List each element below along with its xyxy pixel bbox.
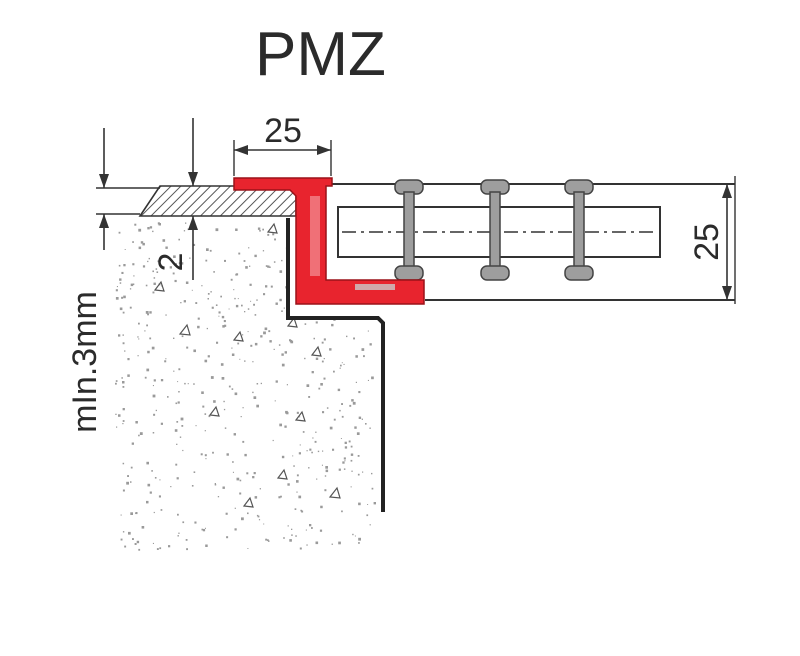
concrete-substrate bbox=[115, 222, 376, 551]
top-width-dimension: 25 bbox=[233, 112, 332, 176]
concrete-edge bbox=[286, 218, 385, 512]
offset-label: 2 bbox=[152, 253, 190, 272]
min-depth-label: mIn.3mm bbox=[66, 291, 104, 433]
offset-dimension: 2 bbox=[152, 118, 198, 280]
grating-bar-3 bbox=[564, 179, 594, 281]
concrete-aggregate bbox=[153, 222, 341, 508]
grating-bar-1 bbox=[394, 179, 424, 281]
diagram-title: PMZ bbox=[255, 20, 386, 89]
min-depth-dimension: mIn.3mm bbox=[66, 128, 160, 433]
grating-bars bbox=[394, 179, 594, 281]
height-dimension: 25 bbox=[688, 176, 736, 304]
top-width-label: 25 bbox=[264, 112, 302, 150]
height-label: 25 bbox=[688, 223, 726, 261]
pmz-profile bbox=[233, 177, 425, 305]
grating-bar-2 bbox=[480, 179, 510, 281]
